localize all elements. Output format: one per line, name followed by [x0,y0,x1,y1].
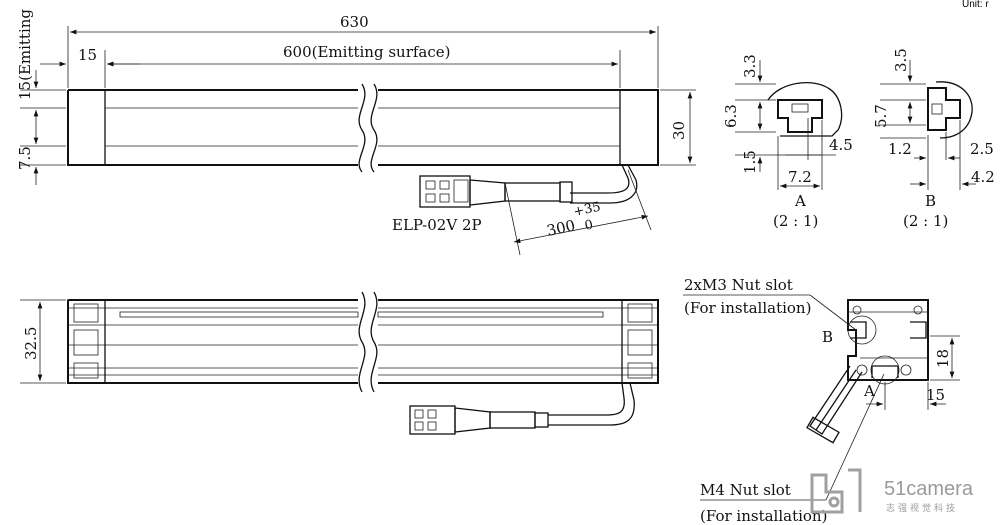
side-slot-m4 [871,365,899,378]
dim-emitting-surface: 600(Emitting surface) [283,43,451,61]
detail-a-outline [767,82,843,137]
unit-label: Unit: r [962,0,989,10]
cable-sleeve [559,181,573,203]
watermark-brand: 51camera [884,478,974,500]
nut-m3-line2: (For installation) [684,299,811,317]
detail-b-d4: 2.5 [970,140,994,158]
mark-b: B [822,328,833,346]
watermark-logo-icon [810,468,862,514]
side-profile [847,299,929,381]
connector-elp02v [419,175,471,208]
detail-b-d2: 5.7 [872,104,890,128]
detail-a-scale: (2 : 1) [773,212,818,230]
detail-a-d4: 4.5 [829,136,853,154]
dim-15: 15 [926,386,945,404]
dim-edge: 15 [78,46,97,64]
dim-18: 18 [934,349,952,368]
top-view: 630 15 600(Emitting surface) 15(Emitting… [16,9,696,256]
detail-b-d5: 4.2 [971,168,995,186]
nut-m4-line2: (For installation) [700,507,827,525]
detail-a-name: A [794,192,806,210]
side-view: 2xM3 Nut slot (For installation) M4 Nut … [683,276,960,525]
front-cable [548,382,635,426]
detail-a-d5: 7.2 [788,168,812,186]
dim-left-top: 15(Emitting [16,9,34,100]
connector-label: ELP-02V 2P [392,216,482,234]
watermark: 51camera 志强视觉科技 [810,468,974,514]
cable-length: 300 [545,216,577,240]
detail-a-d1: 3.3 [741,54,759,78]
cable-tol-minus: 0 [583,218,594,234]
dim-left-bottom: 7.5 [16,146,34,170]
detail-b-d3: 1.2 [888,140,912,158]
nut-m4-line1: M4 Nut slot [700,481,791,499]
top-cable [570,164,638,204]
detail-b-scale: (2 : 1) [903,212,948,230]
watermark-sub: 志强视觉科技 [886,502,958,513]
detail-b-d1: 3.5 [892,48,910,72]
detail-a: 3.3 6.3 1.5 4.5 7.2 A (2 : 1) [722,54,853,230]
dim-height-32-5: 32.5 [22,327,40,360]
detail-a-slot [777,99,823,133]
detail-b: 3.5 5.7 1.2 2.5 4.2 B (2 : 1) [872,48,995,230]
mark-a: A [863,382,875,400]
break-mark [358,83,366,173]
dim-height-30: 30 [670,121,688,140]
cable-tol-plus: +35 [572,200,602,220]
front-view: 32.5 [20,291,659,435]
front-connector [409,405,456,435]
detail-a-d3: 1.5 [741,150,759,174]
top-bar-outline [67,89,659,166]
detail-b-name: B [925,192,936,210]
detail-b-outline [935,81,973,139]
side-slot-m3 [850,321,867,339]
dim-total: 630 [340,13,369,31]
detail-a-d2: 6.3 [722,104,740,128]
nut-m3-line1: 2xM3 Nut slot [684,276,793,294]
detail-b-slot [927,87,961,131]
